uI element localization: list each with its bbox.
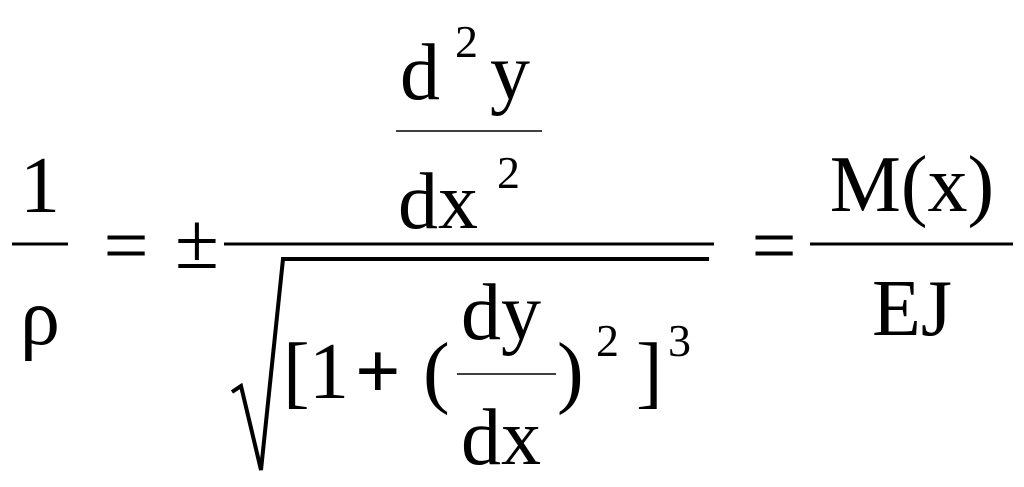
left-fraction: 1 ρ [12, 142, 68, 362]
radical-sign [230, 257, 709, 471]
right-fraction: M(x) EJ [810, 141, 1013, 353]
one-digit: 1 [309, 328, 349, 416]
right-numerator: M(x) [830, 141, 994, 229]
d-symbol: d [400, 29, 440, 117]
square-root: [ 1 + ( dy dx ) 2 ] 3 [230, 257, 709, 482]
left-numerator: 1 [20, 142, 60, 230]
open-bracket: [ [283, 328, 310, 416]
second-derivative: d 2 y dx 2 [396, 16, 542, 246]
bracket-exponent: 3 [668, 315, 691, 366]
d-exponent: 2 [455, 16, 478, 67]
plus-minus-sign: ± [175, 198, 219, 286]
open-paren: ( [423, 328, 450, 416]
right-denominator: EJ [872, 265, 952, 353]
inner-dy: dy [461, 269, 541, 357]
left-denominator: ρ [20, 274, 60, 362]
equals-sign-2: = [751, 202, 796, 290]
dx-symbol: dx [398, 158, 478, 246]
y-variable: y [490, 29, 530, 117]
middle-fraction: d 2 y dx 2 [ 1 + ( dy dx ) 2 ] 3 [224, 16, 714, 482]
dx-exponent: 2 [497, 147, 520, 198]
equals-sign-1: = [103, 202, 148, 290]
paren-exponent: 2 [596, 315, 619, 366]
close-bracket: ] [636, 328, 663, 416]
inner-dx: dx [461, 394, 541, 482]
plus-sign: + [355, 328, 401, 416]
close-paren: ) [557, 328, 584, 416]
